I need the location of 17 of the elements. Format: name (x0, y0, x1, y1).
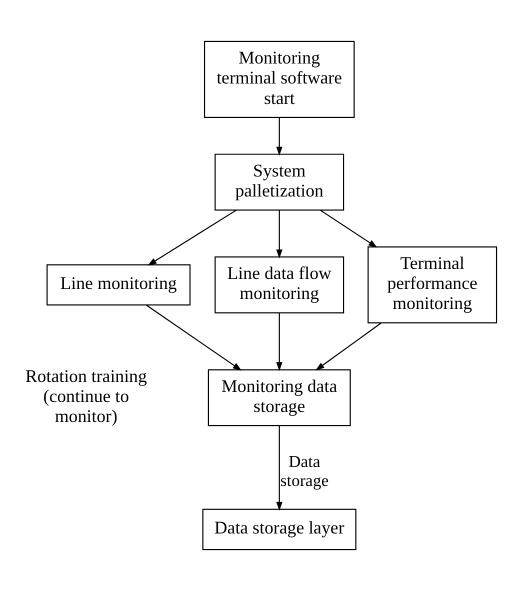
node-box: Monitoring terminal software start (204, 40, 355, 118)
node-box: Data storage layer (202, 508, 356, 550)
arrow (276, 117, 282, 156)
edge-label: Data storage (280, 452, 329, 490)
node-box: Monitoring data storage (208, 369, 351, 426)
arrow (146, 304, 242, 371)
arrow (320, 210, 378, 248)
arrow (315, 322, 382, 370)
arrow (276, 313, 282, 372)
node-box: Line data flow monitoring (214, 256, 344, 314)
node-box: Terminal performance monitoring (368, 246, 498, 324)
node-box: System palletization (214, 154, 344, 211)
label: Rotation training (continue to monitor) (25, 366, 147, 426)
arrow (276, 210, 282, 258)
node-box: Line monitoring (46, 264, 191, 306)
arrow (148, 210, 237, 266)
arrow (276, 426, 282, 511)
